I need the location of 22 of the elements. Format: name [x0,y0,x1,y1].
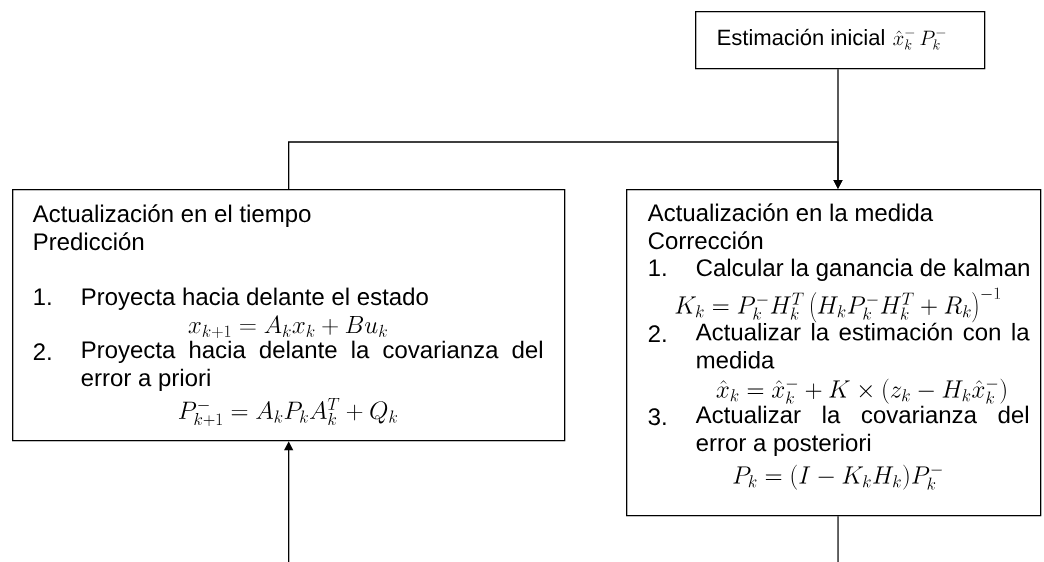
formula: $P_{k+1}^{-} = A_k P_k A_k^T + Q_k$ [178,398,398,427]
item-text: Proyecta hacia delante el estado [82,287,428,310]
heading: Corrección [648,231,763,250]
item-number: 1. [34,288,51,305]
formula: $P_k = (I - K_k H_k) P_k^{-}$ [733,464,942,490]
formula: $\hat{x}_k^{-}\, P_k^{-}$ [893,30,946,50]
item-text: 2. [648,325,666,342]
formula: $\hat{x}_k = \hat{x}_k^{-} + K \times (z_k - H_k \hat{x}_k^{-})$ [716,378,1006,404]
heading: Actualización en la medida [647,203,934,222]
item-text: Proyecta hacia delante la covarianza del error a priori [81,340,542,391]
item-text: Actualizar la covarianza del error a posteriori [695,405,1028,456]
formula: $K_k = P_k^{-} H_k^T \left(H_k P_k^{-} H_k^T + R_k\right)^{-1}$ [675,287,1000,323]
item-text: 1. [649,259,666,276]
item-text: 3. [648,408,666,426]
item-text: Actualizar la estimación con la medida [695,322,1030,369]
item-text: Calcular la ganancia de kalman [696,258,1029,281]
heading: Predicción [34,232,144,251]
heading: Actualización en el tiempo [32,204,311,227]
formula: $x_{k+1} = A_k x_k + B u_k$ [188,315,387,338]
arrow [288,141,843,190]
box-label: Estimación inicial [718,28,884,46]
item-number: 2. [33,343,51,360]
